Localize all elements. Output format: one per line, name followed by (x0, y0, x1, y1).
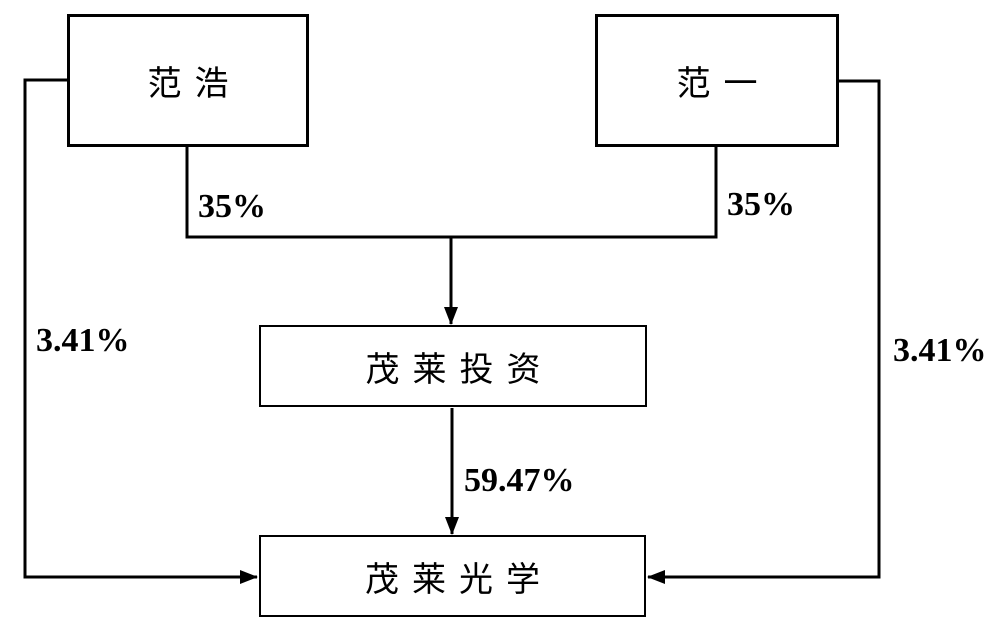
node-fan-hao: 范浩 (67, 14, 309, 147)
node-maolai-optics-label: 茂莱光学 (365, 561, 553, 599)
node-fan-hao-label: 范浩 (147, 66, 242, 103)
edge-merge-rail-line (185, 147, 718, 239)
node-maolai-investment-label: 茂莱投资 (365, 351, 554, 389)
edge-label-investment-optics-pct: 59.47% (464, 462, 575, 499)
node-fan-yi: 范一 (595, 14, 839, 147)
edge-label-fan-hao-optics-pct: 3.41% (36, 322, 130, 359)
edge-label-fan-hao-investment-pct: 35% (198, 188, 266, 225)
edge-label-fan-yi-investment-pct: 35% (727, 186, 795, 223)
edge-fan-yi-to-maolai-optics-arrow (647, 79, 881, 584)
node-maolai-optics: 茂莱光学 (259, 535, 646, 617)
node-fan-yi-label: 范一 (676, 66, 771, 103)
node-maolai-investment: 茂莱投资 (259, 325, 647, 407)
edge-label-fan-yi-optics-pct: 3.41% (893, 332, 987, 369)
edge-fan-hao-to-maolai-optics-arrow (23, 78, 258, 584)
